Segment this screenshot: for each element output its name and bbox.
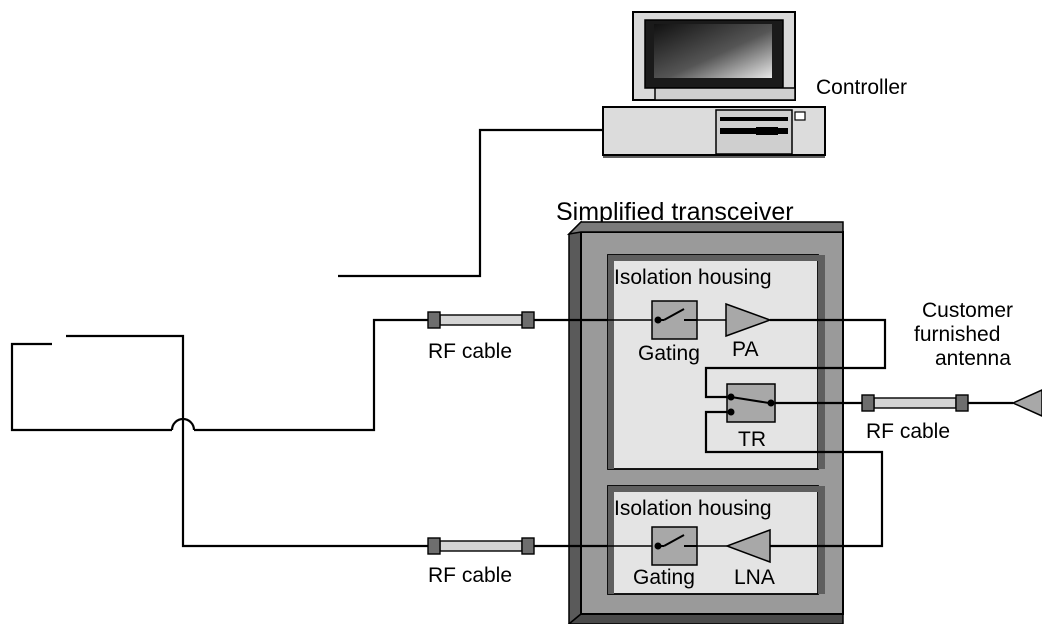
rf-cable-bottom (427, 537, 608, 555)
isolation-housing-top (607, 254, 825, 470)
antenna-icon (1011, 389, 1042, 417)
controller-computer-icon (602, 11, 826, 158)
antenna-label-line1: Customer (922, 299, 1013, 322)
rf-cable-right-label: RF cable (866, 420, 950, 443)
left-loop-wire (10, 318, 428, 548)
isolation-housing-bottom-label: Isolation housing (614, 497, 772, 520)
controller-cable (338, 128, 603, 278)
tr-switch-icon (726, 383, 776, 423)
rx-path-wires (608, 410, 884, 548)
gating-top-label: Gating (638, 342, 700, 365)
pa-amplifier-icon (725, 302, 773, 338)
antenna-label-line2: furnished (914, 323, 1000, 346)
rf-cable-top-label: RF cable (428, 340, 512, 363)
lna-label: LNA (734, 566, 775, 589)
tr-label: TR (738, 428, 766, 451)
pa-label: PA (732, 338, 758, 361)
antenna-label-line3: antenna (935, 347, 1011, 370)
gating-switch-bottom-icon (651, 526, 698, 566)
gating-switch-top-icon (651, 300, 698, 340)
rf-cable-bottom-label: RF cable (428, 564, 512, 587)
rf-cable-top (427, 311, 608, 329)
controller-label: Controller (816, 76, 907, 99)
isolation-housing-bottom (607, 485, 825, 595)
isolation-housing-top-label: Isolation housing (614, 266, 772, 289)
rf-cable-right (775, 394, 1013, 412)
tx-path-wires (608, 318, 887, 399)
lna-amplifier-icon (724, 528, 771, 564)
gating-bottom-label: Gating (633, 566, 695, 589)
